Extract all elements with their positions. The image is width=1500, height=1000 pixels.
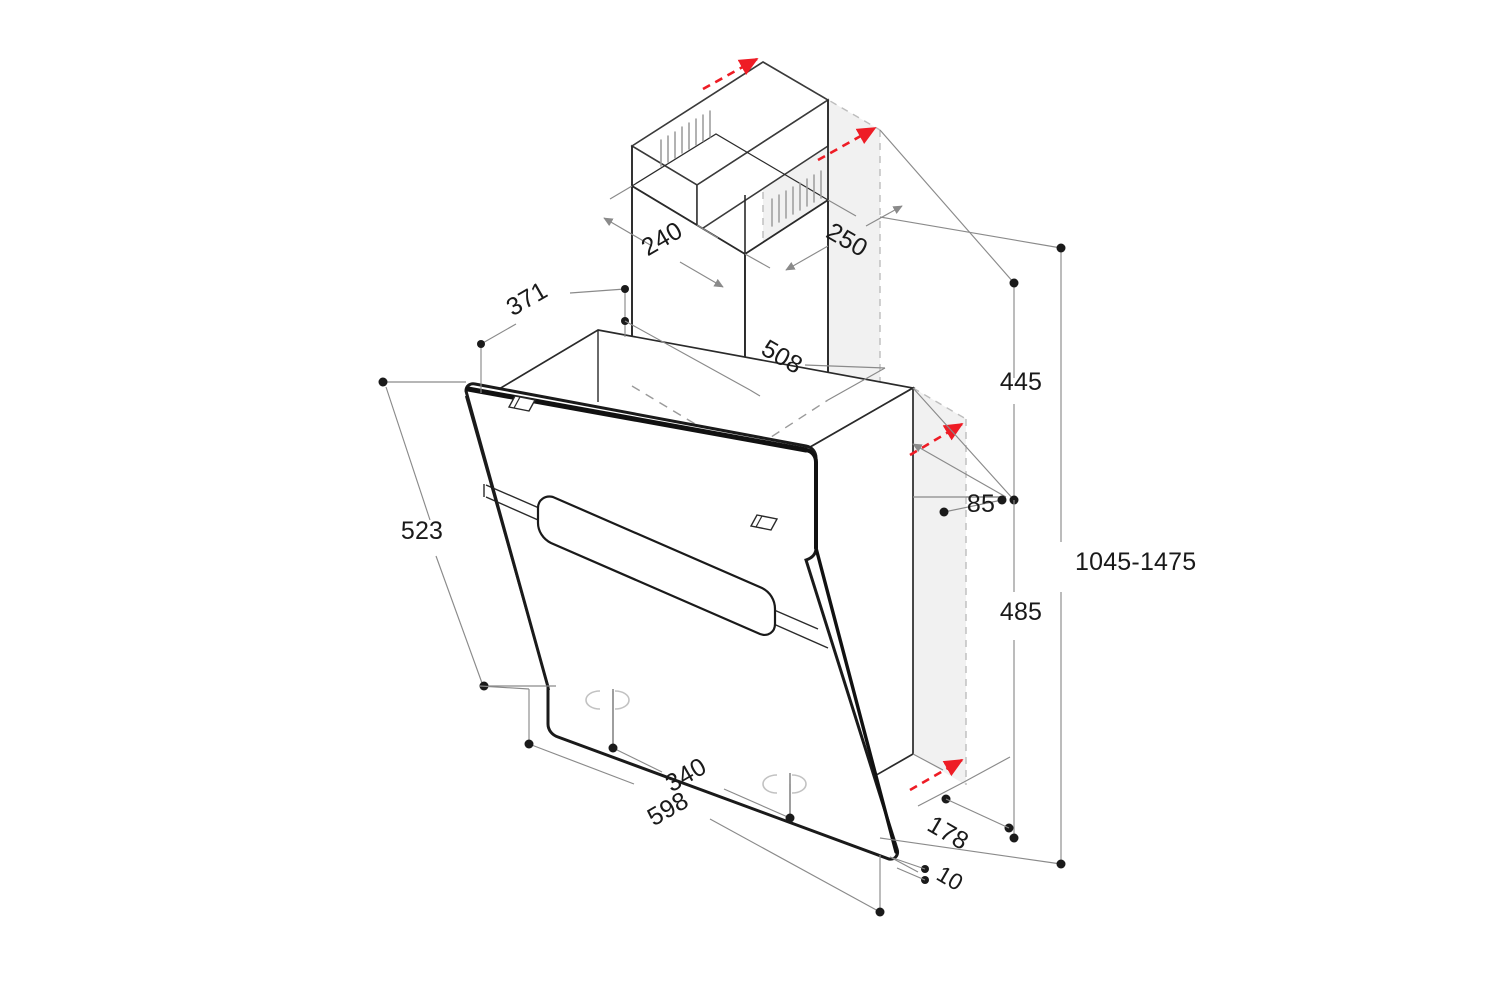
dimension-label-body-depth: 178 [923,810,974,855]
dimension-label-body-width: 598 [643,786,694,831]
top-edge-mounting-tab-right [749,514,779,531]
top-edge-mounting-tab-left [507,395,537,412]
dimension-label-hood-top-offset: 371 [502,276,553,321]
dimension-label-install-height: 1045-1475 [1075,548,1196,576]
wall-reference-plane-lower [912,387,967,785]
ventilation-louvers-left-face [660,110,711,167]
dimension-label-canopy-slant: 523 [401,517,443,545]
ventilation-louvers-right-face [771,170,822,227]
dimension-label-glass-thickness: 10 [932,860,967,895]
dimension-lines [378,129,1066,917]
front-panel-handle-recess [536,495,777,636]
dimension-label-wall-to-body: 85 [967,490,995,518]
wall-reference-arrows [702,57,964,792]
dimension-label-upper-chimney: 445 [1000,368,1042,396]
dimension-label-lower-chimney: 485 [1000,598,1042,626]
